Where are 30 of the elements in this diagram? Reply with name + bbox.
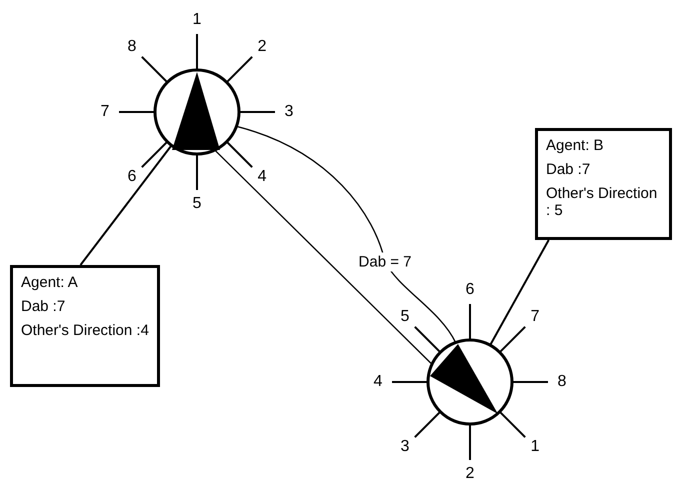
- direction-number: 6: [127, 169, 136, 186]
- info-text: Dab :7: [21, 298, 66, 315]
- direction-number: 5: [192, 196, 202, 212]
- leader-line: [80, 144, 172, 266]
- connector-line: [214, 150, 432, 365]
- direction-number: 8: [558, 374, 566, 390]
- info-text: Agent: B: [546, 137, 605, 154]
- direction-number: 4: [258, 169, 266, 186]
- curved-connector: [236, 126, 456, 343]
- direction-number: 4: [374, 374, 382, 390]
- info-text: Other's Direction :4: [21, 322, 149, 339]
- info-text: Other's Direction : 5: [546, 185, 658, 219]
- direction-number: 7: [100, 104, 110, 120]
- direction-number: 2: [466, 466, 474, 482]
- agent-circle: [426, 338, 514, 426]
- info-text: Agent: A: [21, 274, 79, 291]
- leader-line: [489, 240, 550, 346]
- agent-info-card: [535, 128, 672, 240]
- direction-number: 3: [284, 104, 294, 120]
- agent-info-card: [10, 265, 160, 387]
- direction-number: 6: [466, 282, 474, 298]
- direction-number: 3: [400, 439, 410, 456]
- direction-number: 8: [127, 38, 136, 55]
- direction-number: 1: [192, 12, 202, 28]
- direction-number: 1: [530, 439, 540, 456]
- direction-number: 5: [400, 308, 410, 325]
- direction-number: 7: [530, 308, 540, 325]
- info-text: Dab :7: [546, 161, 592, 178]
- direction-number: 2: [258, 38, 266, 55]
- agent-circle: [153, 68, 241, 156]
